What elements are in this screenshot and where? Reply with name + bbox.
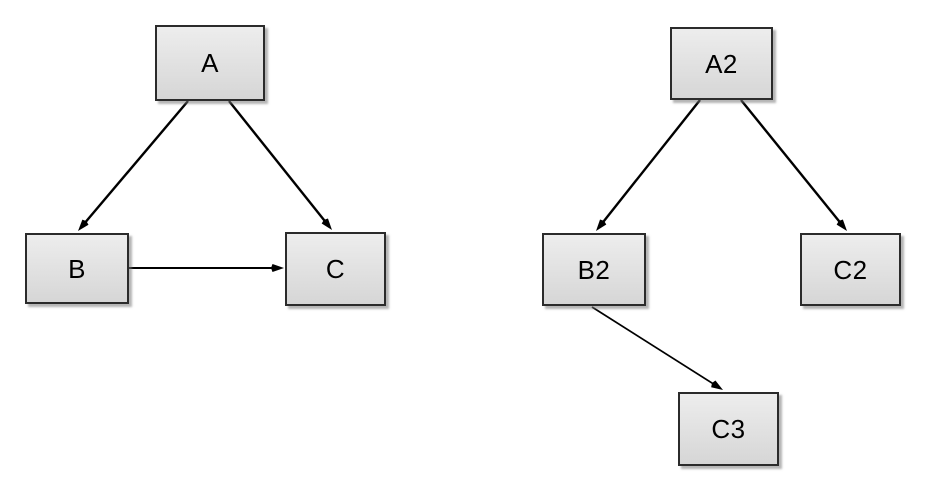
edge-shaft [600, 99, 701, 226]
node-b2[interactable]: B2 [542, 233, 646, 306]
node-label: A [201, 48, 219, 78]
arrowhead-icon [271, 264, 284, 272]
arrowhead-icon [711, 380, 723, 390]
edge-A-to-C [228, 100, 332, 230]
node-a[interactable]: A [155, 25, 265, 101]
arrowhead-icon [78, 219, 89, 231]
node-label: C3 [711, 414, 746, 444]
node-b[interactable]: B [25, 233, 129, 304]
arrowhead-icon [836, 219, 847, 231]
edge-B2-to-C3 [591, 306, 723, 390]
edge-shaft [228, 100, 328, 225]
node-label: B2 [577, 254, 611, 285]
node-c3[interactable]: C3 [678, 392, 779, 466]
node-label: B [68, 253, 86, 284]
edge-shaft [740, 99, 843, 226]
node-a2[interactable]: A2 [670, 27, 773, 100]
node-label: A2 [705, 48, 738, 79]
node-c[interactable]: C [285, 232, 386, 306]
arrowhead-icon [321, 218, 332, 230]
edge-B-to-C [129, 264, 284, 272]
edge-A2-to-C2 [740, 99, 847, 231]
edge-shaft [82, 100, 189, 226]
arrowhead-icon [596, 219, 607, 231]
node-label: C2 [833, 254, 868, 285]
edge-A-to-B [78, 100, 189, 231]
node-label: C [325, 254, 346, 284]
edge-A2-to-B2 [596, 99, 701, 231]
edge-shaft [591, 306, 717, 387]
node-c2[interactable]: C2 [800, 233, 901, 306]
